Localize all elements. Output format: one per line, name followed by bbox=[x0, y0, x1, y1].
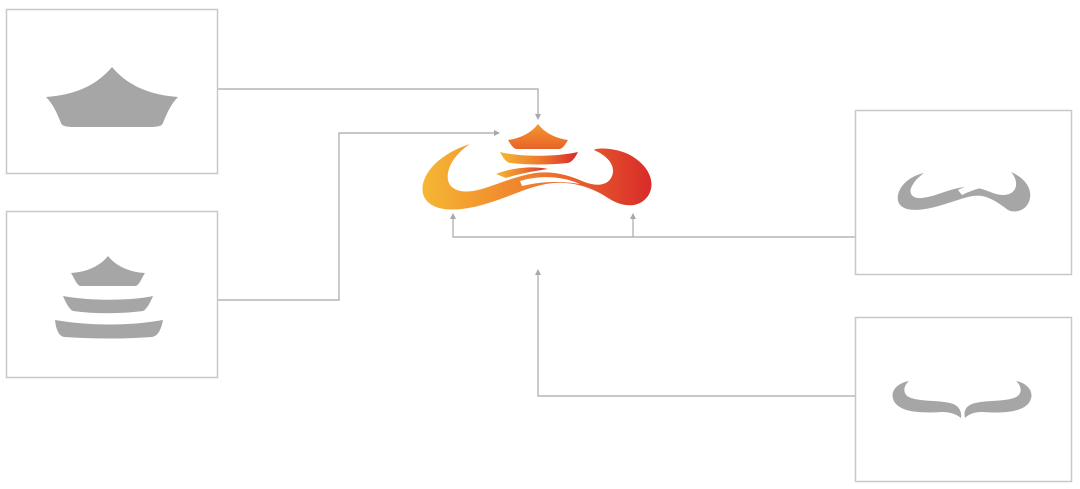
arrowhead bbox=[630, 213, 636, 219]
stacked-roofs-icon bbox=[55, 256, 163, 339]
arrowhead bbox=[494, 130, 500, 136]
component-curl-pair bbox=[854, 316, 1073, 483]
connector-roof-top bbox=[218, 88, 539, 117]
connectors bbox=[218, 88, 855, 397]
arrowhead bbox=[450, 213, 456, 219]
connector-wave-swoosh bbox=[452, 216, 855, 238]
curl-pair-icon bbox=[892, 381, 1032, 418]
component-frame bbox=[5, 210, 219, 379]
connector-stacked-roofs bbox=[218, 132, 497, 301]
component-roof-top bbox=[5, 8, 219, 175]
arrowhead bbox=[535, 269, 541, 275]
component-stacked-roofs bbox=[5, 210, 219, 379]
arrowhead bbox=[535, 114, 541, 120]
wave-swoosh-icon bbox=[897, 172, 1031, 212]
component-frame bbox=[854, 316, 1073, 483]
component-wave-swoosh bbox=[854, 109, 1073, 276]
connector-curl-pair bbox=[537, 272, 855, 397]
pagoda-roof-icon bbox=[46, 67, 178, 127]
combined-emblem-icon bbox=[422, 124, 652, 210]
